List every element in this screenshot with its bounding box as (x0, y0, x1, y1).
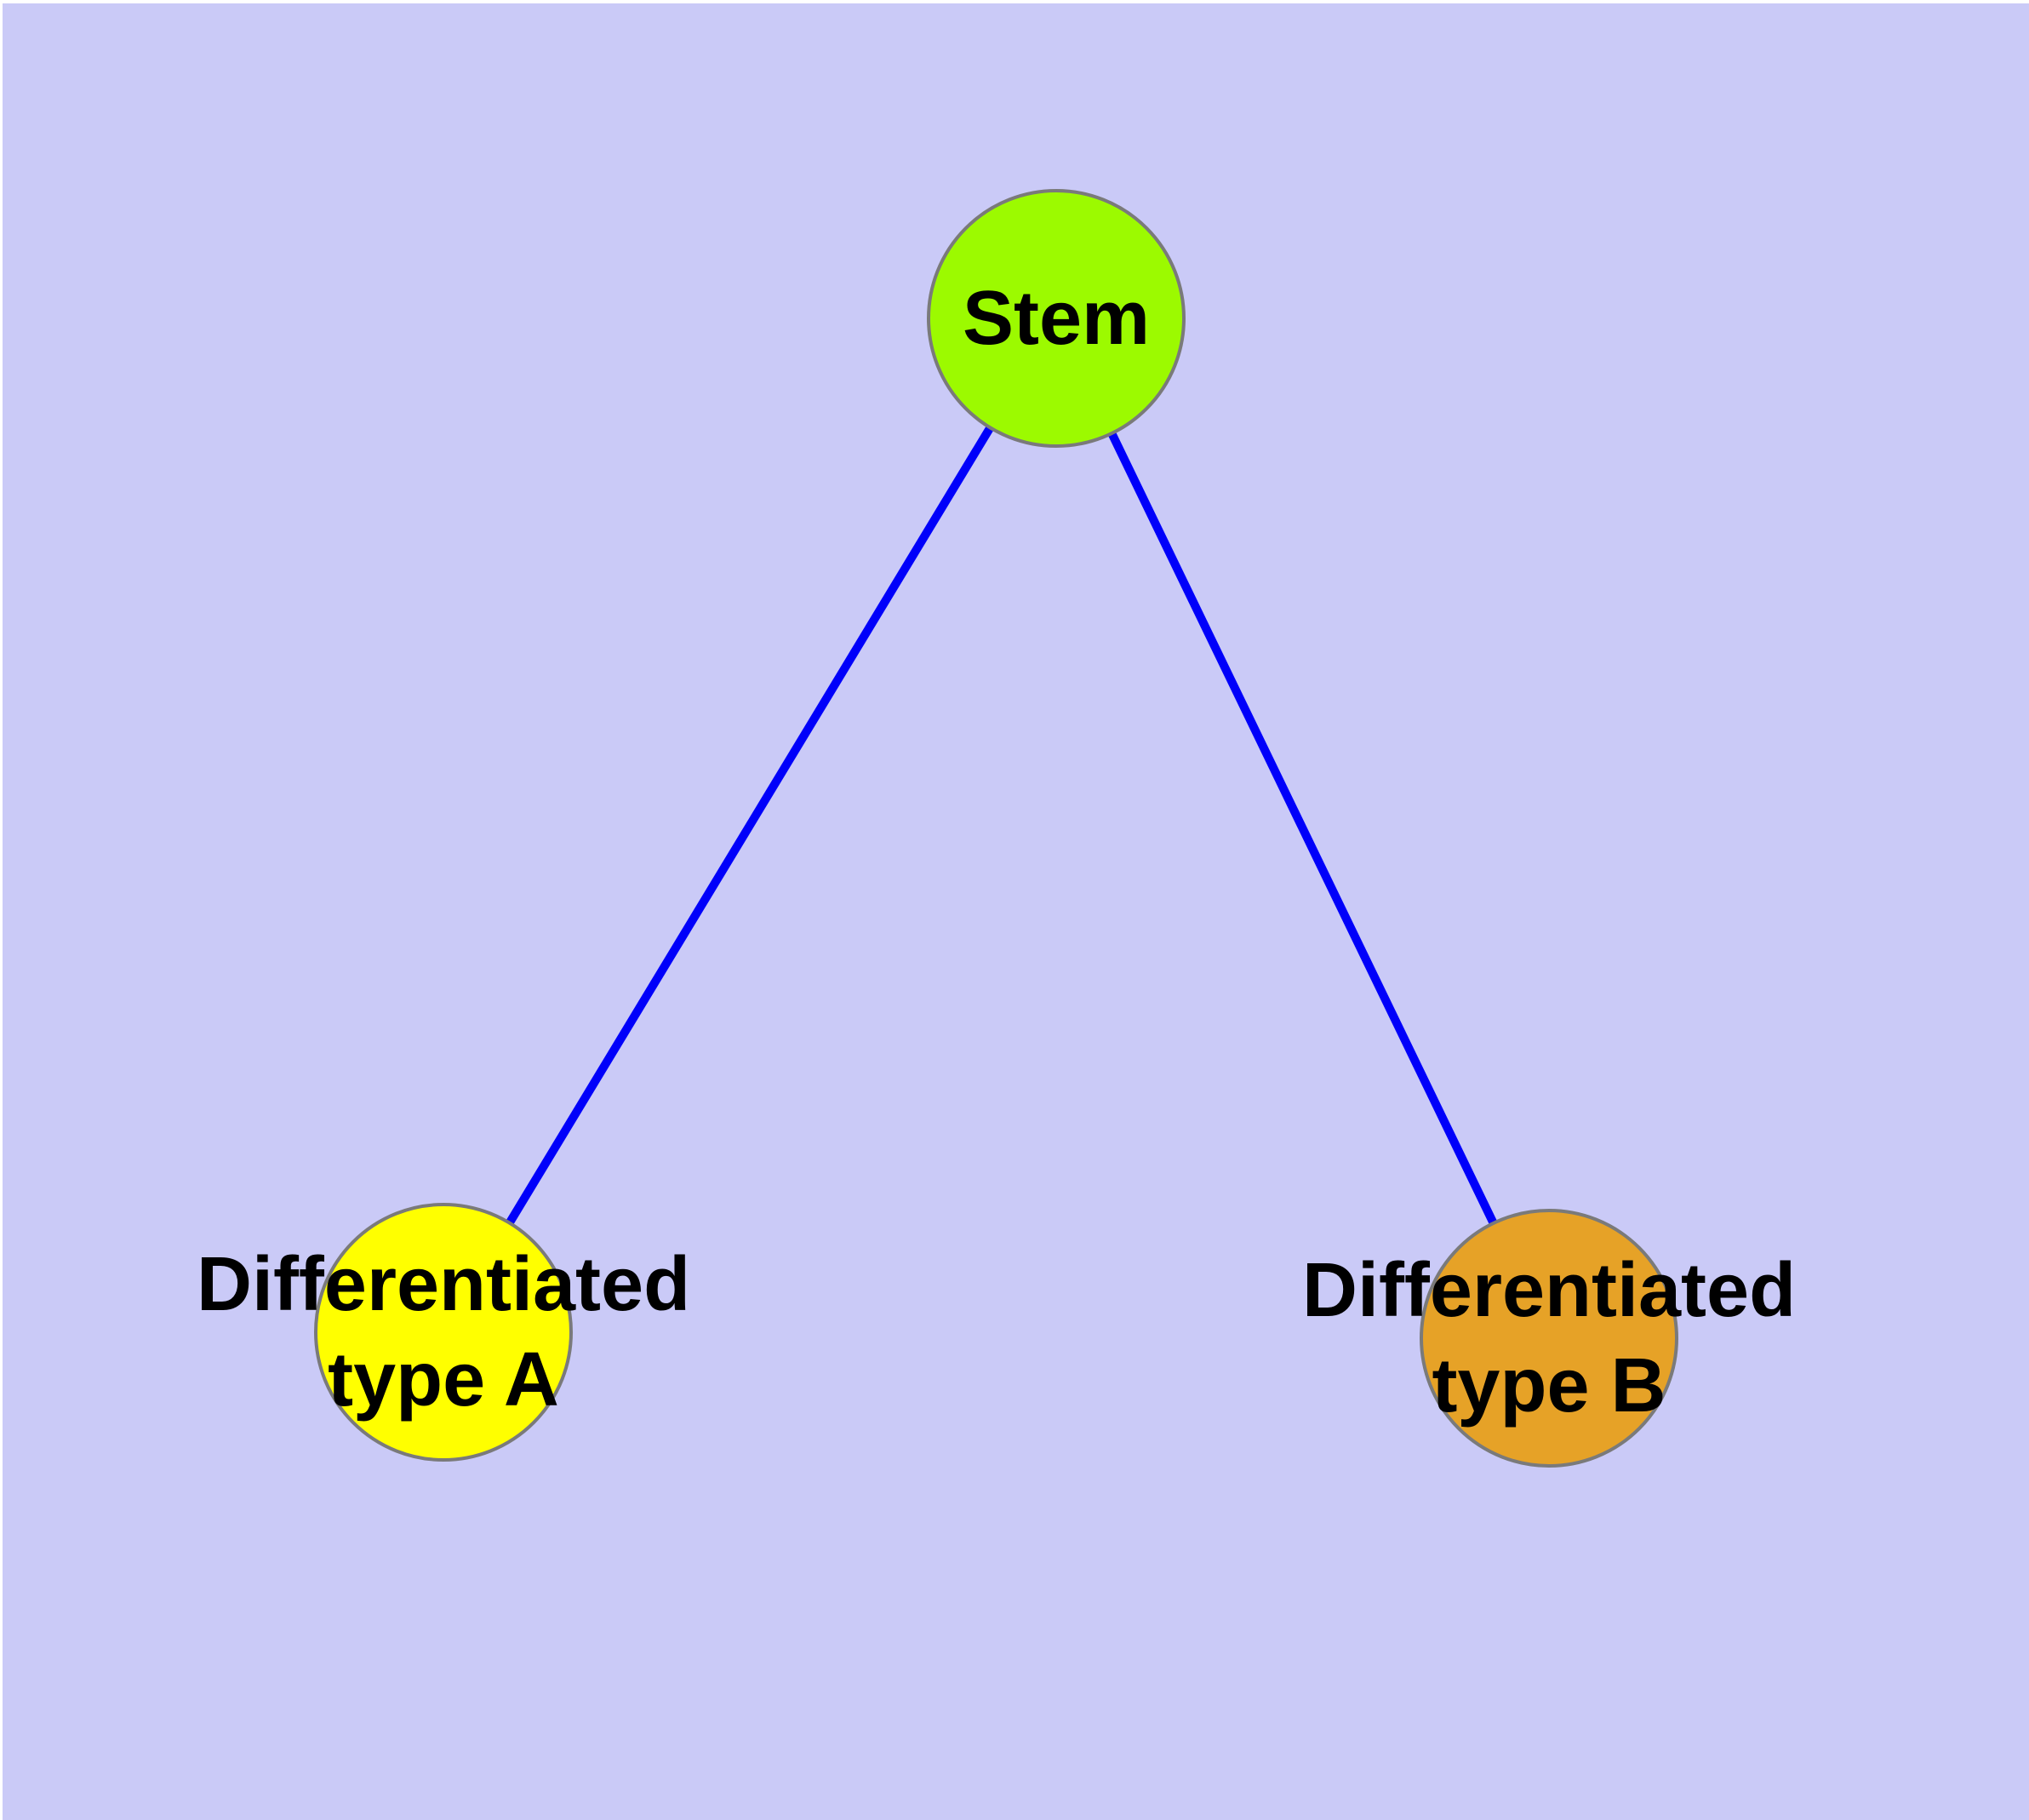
edge-stem-to-differentiated-type-a (439, 316, 1060, 1335)
node-differentiated-type-b-label: Differentiated type B (1301, 1248, 1797, 1428)
node-differentiated-type-a (314, 1203, 573, 1462)
top-margin-strip (0, 0, 2029, 3)
node-differentiated-type-b (1420, 1209, 1678, 1468)
node-differentiated-type-a-label: Differentiated type A (196, 1242, 691, 1422)
left-margin-strip (0, 0, 3, 1820)
node-stem-label: Stem (962, 276, 1151, 361)
edge-stem-to-differentiated-type-b (1052, 316, 1553, 1341)
node-stem (927, 189, 1186, 448)
